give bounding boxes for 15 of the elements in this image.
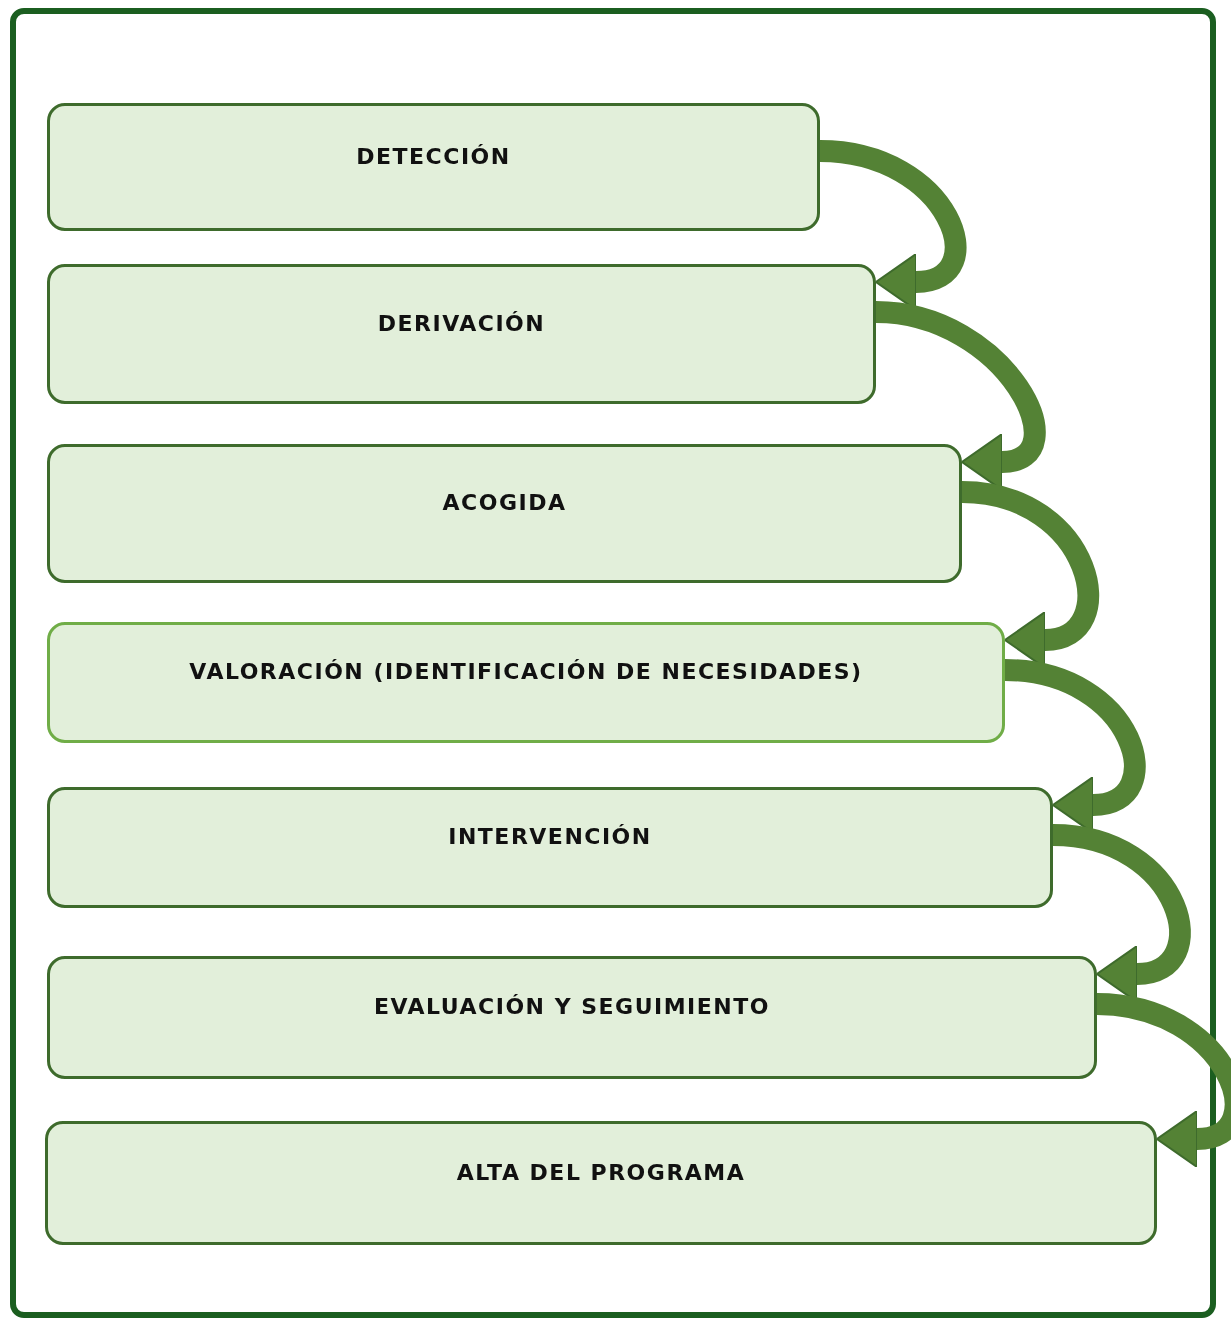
step-box [47,622,1005,743]
step-box [47,264,876,404]
step-label: EVALUACIÓN Y SEGUIMIENTO [374,994,770,1019]
step-label: INTERVENCIÓN [448,824,652,849]
step-box [45,1121,1157,1245]
step-label: VALORACIÓN (IDENTIFICACIÓN DE NECESIDADES) [189,659,863,684]
step-label: DERIVACIÓN [377,310,546,336]
step-box [47,956,1097,1079]
step-label: ALTA DEL PROGRAMA [456,1159,746,1185]
step-box [47,444,962,583]
curved-arrow [1096,993,1231,1168]
step-label: DETECCIÓN [356,143,511,169]
step-label: ACOGIDA [442,490,567,515]
step-box [47,103,820,231]
step-box [47,787,1053,908]
